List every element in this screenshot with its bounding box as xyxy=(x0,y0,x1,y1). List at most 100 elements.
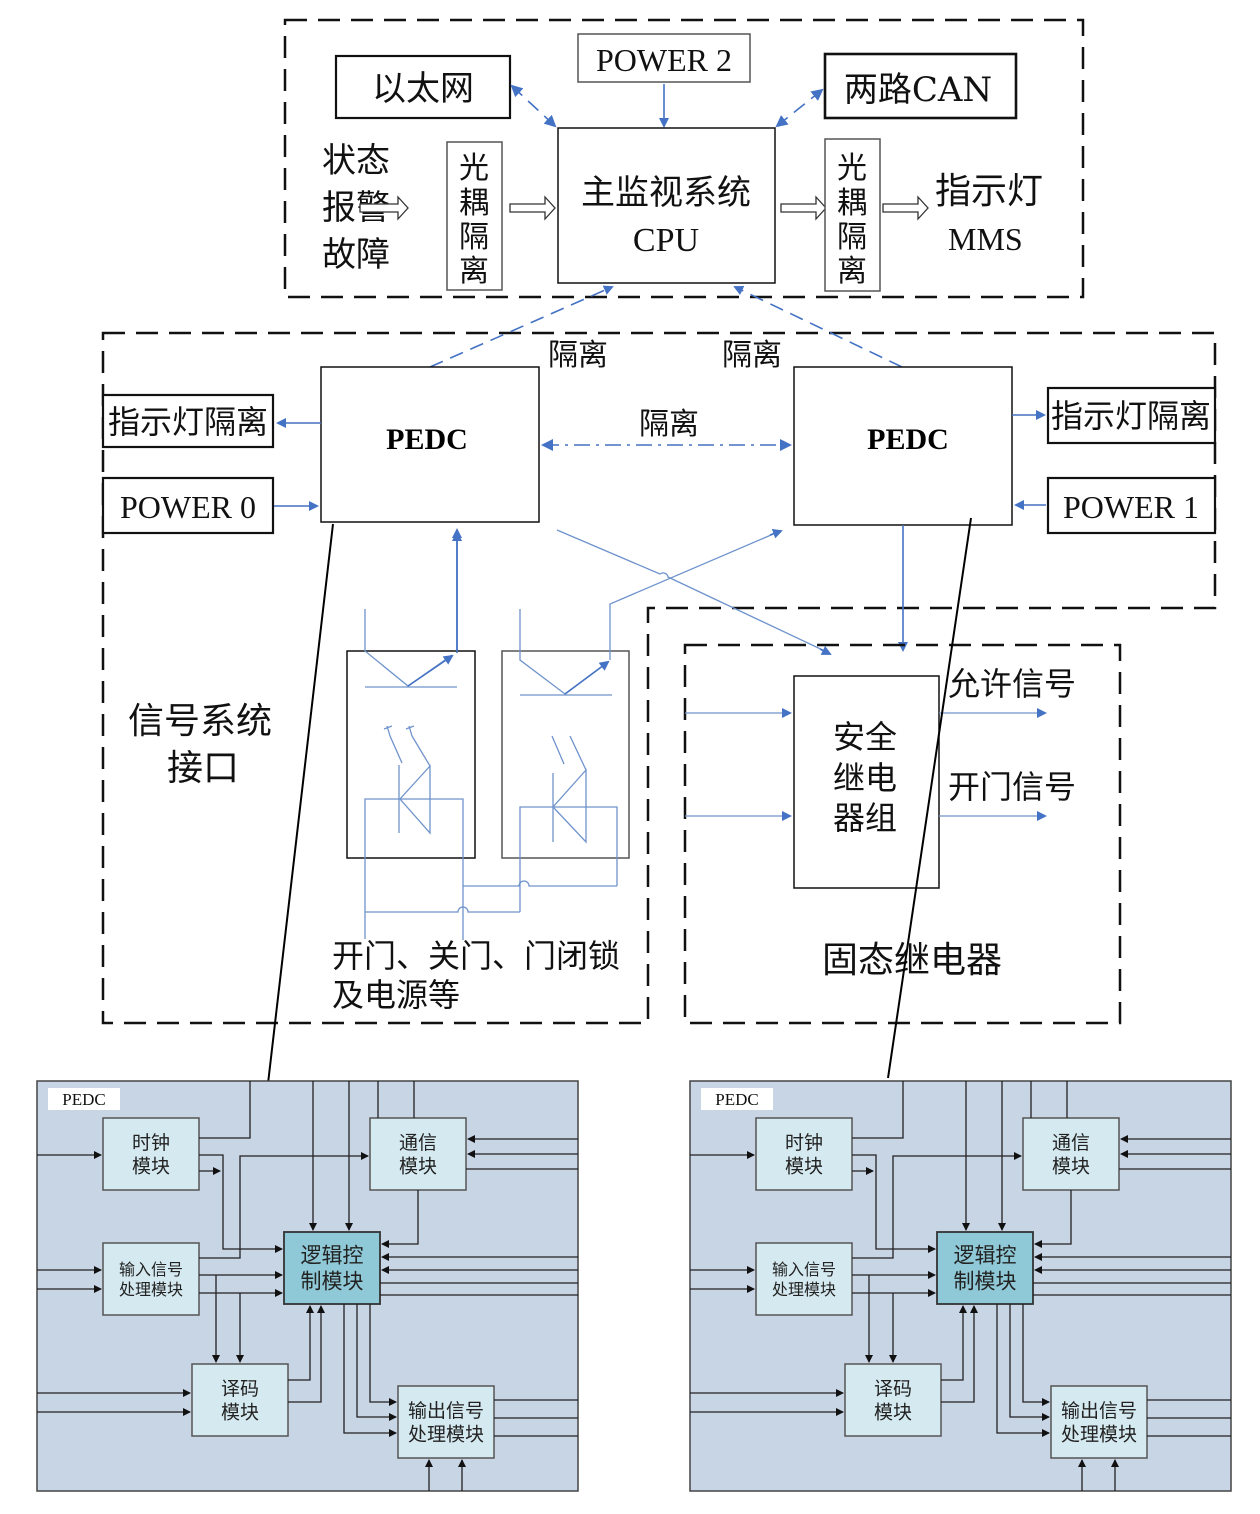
module-wire xyxy=(1034,1190,1072,1248)
relay-group-label: 继电 xyxy=(833,759,897,797)
module-wire xyxy=(1009,1304,1050,1421)
opto-char: 光 xyxy=(837,151,867,186)
decode-module-label: 模块 xyxy=(874,1402,912,1424)
fat-arrow-icon xyxy=(882,195,929,221)
opto-wire xyxy=(365,906,520,913)
clock-module-label: 模块 xyxy=(785,1156,823,1178)
module-wire xyxy=(369,1304,397,1406)
input-status: 状态 xyxy=(322,141,390,181)
output-indicator: 指示灯 xyxy=(935,171,1043,212)
cpu-title: 主监视系统 xyxy=(581,173,751,213)
opto-char: 隔 xyxy=(459,220,489,255)
module-wire xyxy=(852,1154,936,1253)
pedc-panel-title: PEDC xyxy=(62,1090,105,1109)
input-module-label: 输入信号 xyxy=(772,1260,836,1279)
leader-line-right xyxy=(887,517,972,1079)
fat-arrow-icon xyxy=(509,195,556,221)
power2-box: POWER 2 xyxy=(577,33,751,83)
power2-label: POWER 2 xyxy=(596,42,732,78)
module-wire xyxy=(381,1190,419,1248)
power1-box: POWER 1 xyxy=(1046,476,1217,535)
opto-isolation-right: 光 耦 隔 离 xyxy=(824,138,881,292)
pedc-left-to-relay-link xyxy=(556,529,830,654)
signal-interface-label: 接口 xyxy=(167,748,239,789)
can-box: 两路CAN xyxy=(823,52,1018,120)
fat-arrow-icon xyxy=(780,195,827,221)
isolation-label: 隔离 xyxy=(722,338,782,373)
decode-module-label: 译码 xyxy=(874,1378,912,1400)
comm-module-label: 模块 xyxy=(399,1156,437,1178)
pedc-panel-title: PEDC xyxy=(715,1090,758,1109)
module-wire xyxy=(199,1152,369,1259)
leader-line-left xyxy=(263,523,334,1119)
signal-interface-label: 信号系统 xyxy=(128,701,272,742)
output-module-label: 处理模块 xyxy=(1061,1424,1137,1446)
indicator-right-label: 指示灯隔离 xyxy=(1051,397,1211,435)
input-module-label: 处理模块 xyxy=(772,1280,836,1299)
relay-group-label: 器组 xyxy=(833,799,897,837)
indicator-left-label: 指示灯隔离 xyxy=(108,403,268,441)
fat-arrow-icon xyxy=(359,195,409,221)
arrow-head-icon xyxy=(819,645,832,655)
indicator-isolation-left: 指示灯隔离 xyxy=(101,393,275,449)
pedc-detail-right: PEDC时钟模块通信模块输入信号处理模块逻辑控制模块译码模块输出信号处理模块 xyxy=(689,1080,1232,1492)
signal-caption: 开门、关门、门闭锁 xyxy=(332,937,620,975)
clock-module-label: 时钟 xyxy=(785,1132,823,1154)
module-wire xyxy=(941,1305,967,1381)
relay-section-caption: 固态继电器 xyxy=(822,940,1002,981)
logic-module-label: 逻辑控 xyxy=(301,1243,364,1267)
module-wire xyxy=(852,1081,904,1139)
pedc-left-cpu-link xyxy=(429,285,614,368)
cpu-box: 主监视系统 CPU xyxy=(557,127,776,284)
cpu-label: CPU xyxy=(633,222,699,259)
pedc-panel-tag xyxy=(701,1088,773,1110)
open-signal-label: 开门信号 xyxy=(948,768,1076,806)
ethernet-label: 以太网 xyxy=(372,69,474,109)
optocoupler-left xyxy=(346,531,476,940)
ethernet-cpu-arrow xyxy=(510,84,557,128)
module-wire xyxy=(996,1304,1050,1437)
arrow-head-icon xyxy=(769,529,783,539)
opto-char: 光 xyxy=(459,151,489,186)
relay-section-boundary xyxy=(683,643,1122,1025)
opto-isolation-left: 光 耦 隔 离 xyxy=(446,141,503,291)
input-fault: 故障 xyxy=(322,235,390,275)
opto-char: 离 xyxy=(837,254,867,289)
output-module-label: 处理模块 xyxy=(408,1424,484,1446)
logic-module-label: 制模块 xyxy=(954,1270,1017,1294)
can-cpu-arrow xyxy=(775,88,824,128)
ethernet-box: 以太网 xyxy=(334,54,512,120)
output-mms: MMS xyxy=(948,221,1023,257)
output-module-label: 输出信号 xyxy=(1061,1400,1137,1422)
module-wire xyxy=(288,1305,325,1403)
module-wire xyxy=(288,1305,314,1381)
power1-label: POWER 1 xyxy=(1063,489,1199,525)
input-module-label: 处理模块 xyxy=(119,1280,183,1299)
output-module-label: 输出信号 xyxy=(408,1400,484,1422)
pedc-panel-tag xyxy=(48,1088,120,1110)
clock-module-label: 时钟 xyxy=(132,1132,170,1154)
opto-right-to-pedc-link xyxy=(609,531,779,660)
module-wire xyxy=(941,1305,978,1403)
input-module-label: 输入信号 xyxy=(119,1260,183,1279)
optocoupler-right xyxy=(501,609,630,912)
relay-group-label: 安全 xyxy=(833,718,897,756)
isolation-label: 隔离 xyxy=(639,407,699,442)
decode-module-label: 译码 xyxy=(221,1378,259,1400)
pedc-right-label: PEDC xyxy=(867,423,949,456)
opto-char: 离 xyxy=(459,254,489,289)
opto-char: 耦 xyxy=(837,186,867,221)
opto-char: 耦 xyxy=(459,186,489,221)
comm-module-label: 通信 xyxy=(399,1132,437,1154)
pedc-left-box: PEDC xyxy=(320,366,540,523)
